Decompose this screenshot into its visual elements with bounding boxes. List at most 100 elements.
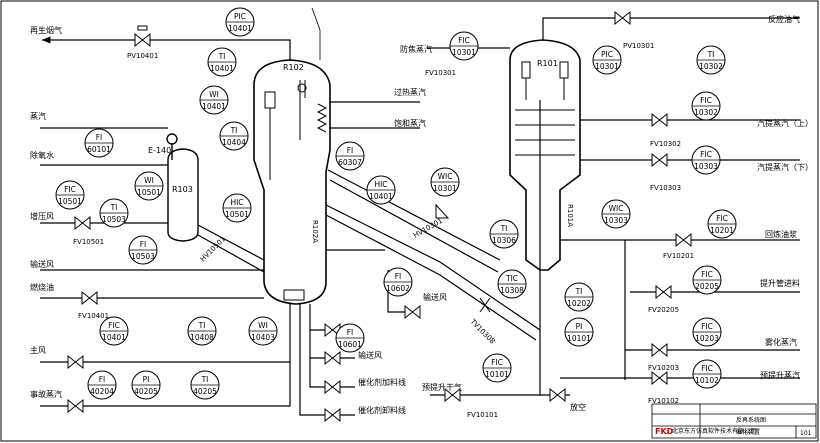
instrument-fic10302: FIC 10302 [691, 91, 721, 121]
instrument-layer: PIC10401TI10401WI10401TI10404FI60101WI10… [55, 7, 737, 400]
stream-stripping-up: 汽提蒸汽（上） [757, 118, 813, 128]
tag-fv10501: FV10501 [73, 238, 104, 246]
stream-recycle-oil: 回炼油浆 [765, 229, 797, 239]
stream-deoxy-water: 除氧水 [30, 150, 54, 160]
instrument-number: 20205 [695, 282, 719, 291]
instrument-number: 10401 [210, 64, 234, 73]
stream-regen-flue-gas: 再生烟气 [30, 25, 62, 35]
stream-fuel-oil: 燃烧油 [30, 282, 54, 292]
instrument-number: 10503 [102, 215, 126, 224]
instrument-function: WI [209, 90, 219, 99]
instrument-number: 10101 [485, 370, 509, 379]
tag-fv10301: FV10301 [425, 69, 456, 77]
instrument-function: FIC [700, 150, 712, 159]
title-logo: FKD [655, 427, 674, 436]
tag-fv10101: FV10101 [467, 411, 498, 419]
tag-fv10203: FV10203 [648, 364, 679, 372]
instrument-function: WIC [438, 172, 453, 181]
valve-tags: PV10401 FV10301 PV10301 FV10501 HV10501 … [73, 42, 694, 419]
tag-fv10201: FV10201 [663, 252, 694, 260]
r101-label: R101 [537, 59, 558, 68]
instrument-number: 10308 [500, 286, 524, 295]
stream-saturated-steam: 饱和蒸汽 [394, 118, 426, 128]
stream-labels: 再生烟气 蒸汽 除氧水 增压风 输送风 燃烧油 主风 事故蒸汽 反应油气 防焦蒸… [30, 14, 813, 415]
instrument-function: FI [96, 133, 103, 142]
instrument-function: FIC [716, 214, 728, 223]
r101a-tag: R101A [566, 204, 574, 227]
instrument-fic10301: FIC 10301 [449, 31, 479, 61]
instrument-ti10202: TI 10202 [564, 282, 594, 312]
instrument-number: 10501 [58, 197, 82, 206]
instrument-number: 10301 [452, 48, 476, 57]
title-number: 101 [800, 430, 812, 437]
title-name: 反再系统图 [736, 416, 766, 424]
instrument-ti10401: TI 10401 [207, 47, 237, 77]
piping [40, 7, 800, 416]
instrument-function: FIC [701, 270, 713, 279]
instrument-function: TI [218, 52, 226, 61]
instrument-number: 10203 [695, 334, 719, 343]
instrument-function: FIC [458, 36, 470, 45]
tag-pv10401: PV10401 [127, 52, 158, 60]
instrument-function: FIC [108, 321, 120, 330]
instrument-function: FI [347, 146, 354, 155]
instrument-ti10503: TI 10503 [99, 198, 129, 228]
instrument-number: 10301 [595, 62, 619, 71]
instrument-number: 10401 [228, 24, 252, 33]
instrument-function: TI [110, 203, 118, 212]
instrument-function: TI [575, 287, 583, 296]
stream-prelift-dry-gas: 预提升干气 [422, 382, 462, 392]
reactor-r101 [509, 39, 581, 380]
stream-atomizing-steam: 雾化蒸汽 [765, 337, 797, 347]
r102-label: R102 [283, 63, 304, 72]
stream-riser-feed: 提升管进料 [760, 278, 800, 288]
instrument-number: 10201 [710, 226, 734, 235]
instrument-number: 10202 [567, 299, 591, 308]
e140-label: E-140 [148, 146, 171, 155]
instrument-number: 10401 [202, 102, 226, 111]
instrument-number: 10101 [567, 334, 591, 343]
instrument-function: FI [395, 272, 402, 281]
instrument-number: 10302 [694, 108, 718, 117]
title-drawing: 催化装置 [736, 428, 760, 436]
instrument-function: HIC [374, 180, 387, 189]
instrument-number: 40204 [90, 387, 114, 396]
stream-vent: 放空 [570, 402, 586, 412]
tag-pv10301: PV10301 [623, 42, 654, 50]
instrument-number: 10404 [222, 138, 246, 147]
instrument-function: FI [347, 328, 354, 337]
stream-superheated-steam: 过热蒸汽 [394, 87, 426, 97]
instrument-number: 10303 [604, 216, 628, 225]
instrument-function: FIC [700, 96, 712, 105]
stream-catalyst-add: 催化剂加料线 [358, 377, 406, 387]
instrument-function: WI [144, 176, 154, 185]
instrument-function: TI [500, 224, 508, 233]
stream-conveying-air: 输送风 [30, 259, 54, 269]
instrument-fic10501: FIC 10501 [55, 180, 85, 210]
instrument-pi10101: PI 10101 [564, 317, 594, 347]
instrument-function: FIC [64, 185, 76, 194]
stream-conveying-air-2: 输送风 [423, 292, 447, 302]
instrument-number: 10401 [102, 333, 126, 342]
instrument-number: 10301 [433, 184, 457, 193]
instrument-function: PI [143, 375, 150, 384]
instrument-function: FIC [701, 364, 713, 373]
instrument-number: 10403 [251, 333, 275, 342]
instrument-function: PI [576, 322, 583, 331]
instrument-function: WIC [609, 204, 624, 213]
